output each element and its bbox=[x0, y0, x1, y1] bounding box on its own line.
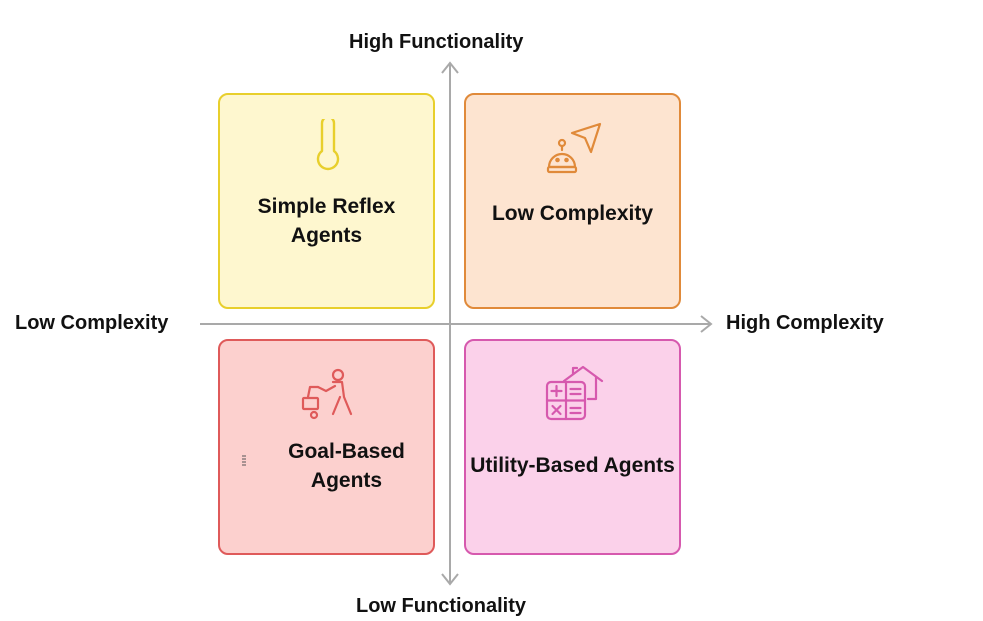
thermometer-icon bbox=[316, 119, 340, 171]
right-arrowhead bbox=[700, 315, 713, 333]
quadrant-simple-reflex-agents: Simple Reflex Agents bbox=[218, 93, 435, 309]
quadrant-low-complexity: Low Complexity bbox=[464, 93, 681, 309]
quadrant-label: Low Complexity bbox=[491, 202, 654, 225]
top-arrowhead bbox=[441, 61, 459, 74]
bottom-arrowhead bbox=[441, 573, 459, 586]
axis-label-bottom: Low Functionality bbox=[356, 595, 526, 617]
quadrant-label: Goal-Based Agents bbox=[288, 440, 405, 492]
axis-label-right: High Complexity bbox=[726, 312, 884, 334]
quadrant-utility-based-agents: Utility-Based Agents bbox=[464, 339, 681, 555]
person-pushing-cart-icon bbox=[301, 368, 353, 420]
quadrant-goal-based-agents: Goal-Based Agents bbox=[218, 339, 435, 555]
axis-label-left: Low Complexity bbox=[15, 312, 169, 334]
quadrant-label: Simple Reflex Agents bbox=[257, 195, 396, 247]
small-mark-icon bbox=[242, 455, 246, 466]
quadrant-label: Utility-Based Agents bbox=[470, 454, 675, 477]
axis-label-top: High Functionality bbox=[349, 31, 524, 53]
robot-navigation-icon bbox=[546, 122, 602, 174]
house-calculator-icon bbox=[545, 365, 604, 421]
